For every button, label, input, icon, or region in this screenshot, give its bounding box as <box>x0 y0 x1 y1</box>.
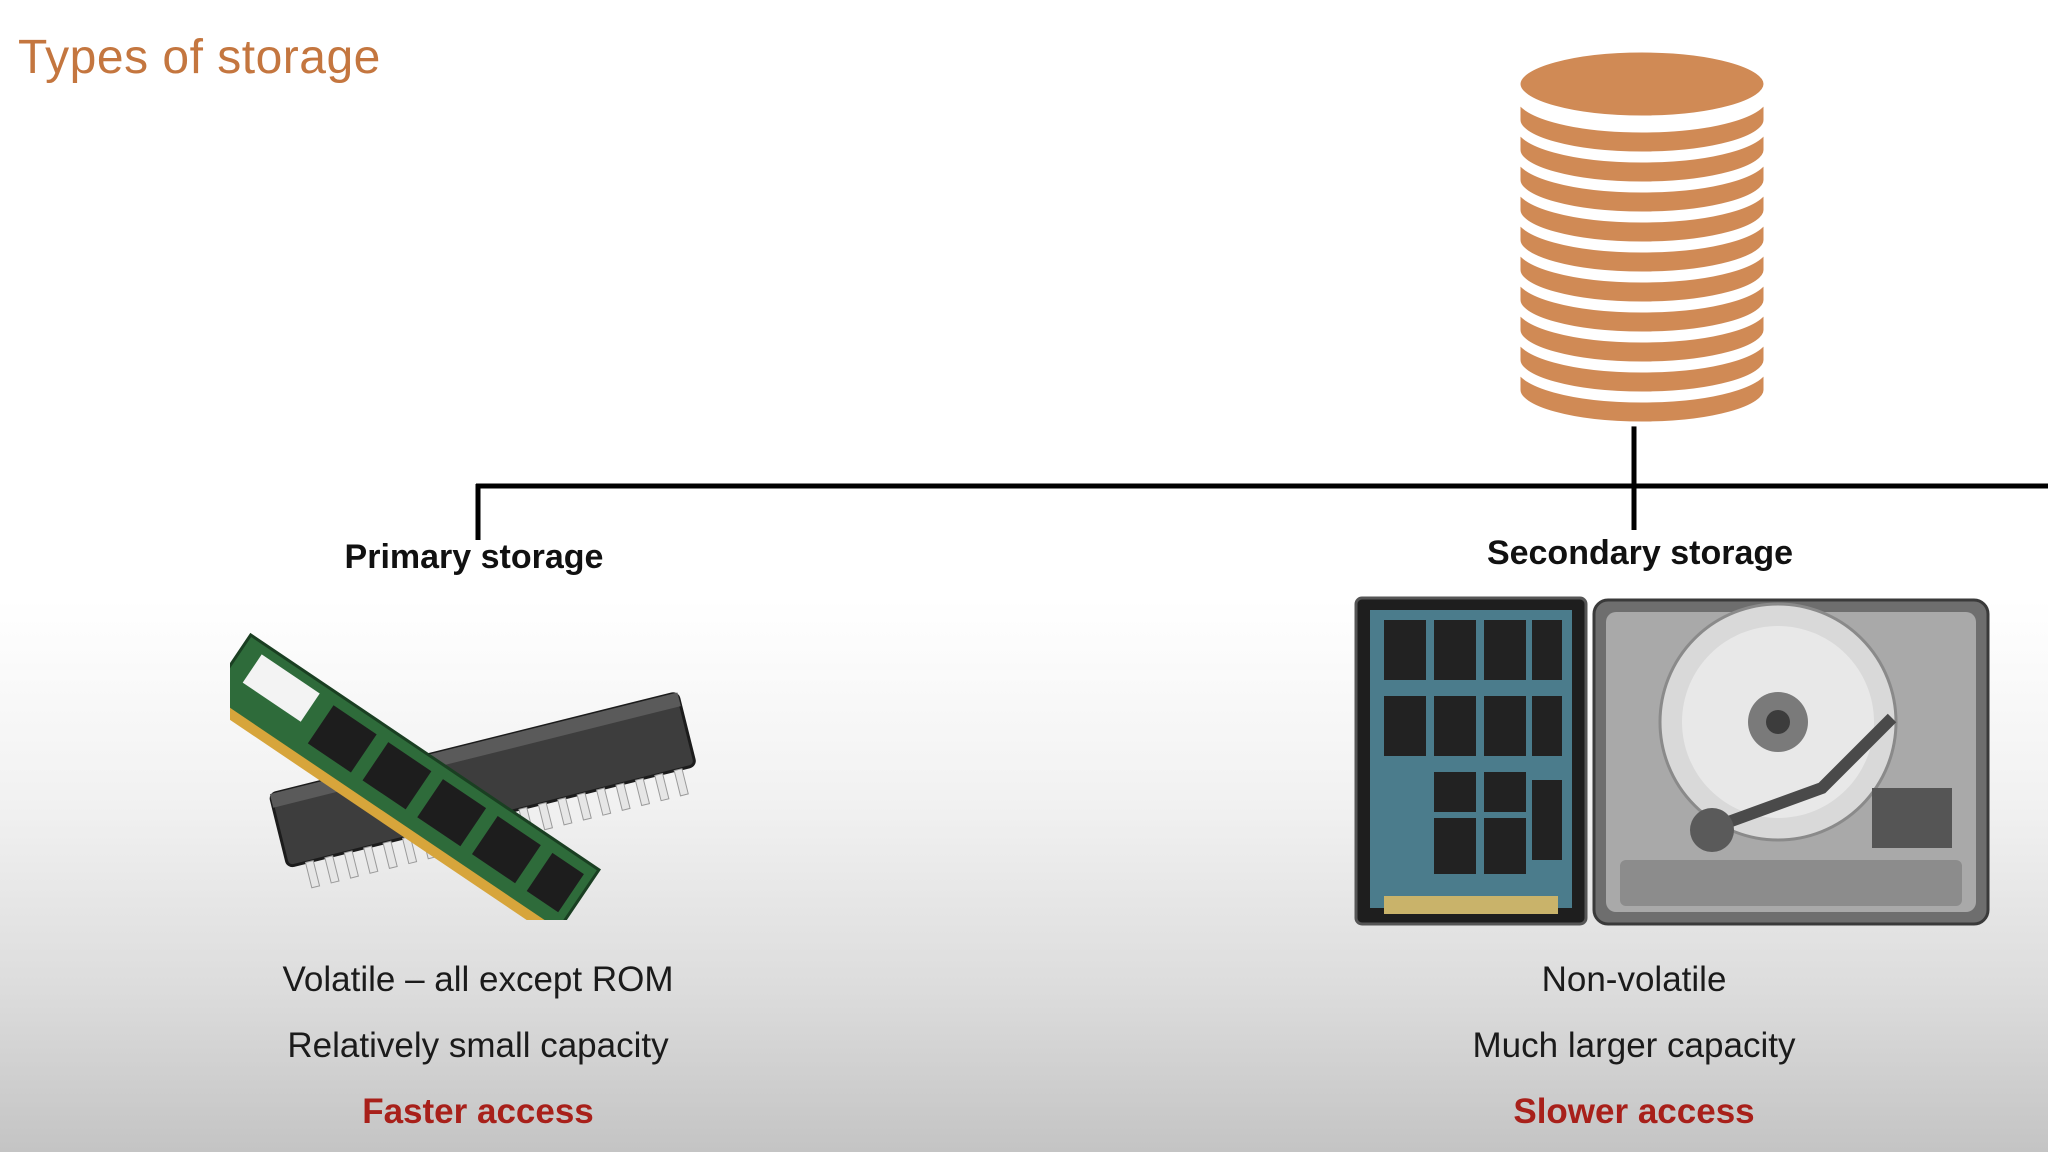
secondary-speed: Slower access <box>1513 1092 1755 1131</box>
secondary-storage-heading: Secondary storage <box>1486 534 1794 572</box>
primary-speed: Faster access <box>362 1092 594 1131</box>
secondary-point-capacity: Much larger capacity <box>1472 1026 1796 1065</box>
database-icon <box>1515 47 1769 427</box>
hard-disk-image <box>1592 598 1990 926</box>
primary-point-capacity: Relatively small capacity <box>287 1026 669 1065</box>
ram-module-image <box>230 632 696 920</box>
primary-storage-heading: Primary storage <box>344 538 604 576</box>
slide-title: Types of storage <box>18 31 381 84</box>
secondary-point-nonvolatile: Non-volatile <box>1541 960 1727 999</box>
ssd-image <box>1354 596 1588 926</box>
primary-point-volatile: Volatile – all except ROM <box>282 960 674 999</box>
